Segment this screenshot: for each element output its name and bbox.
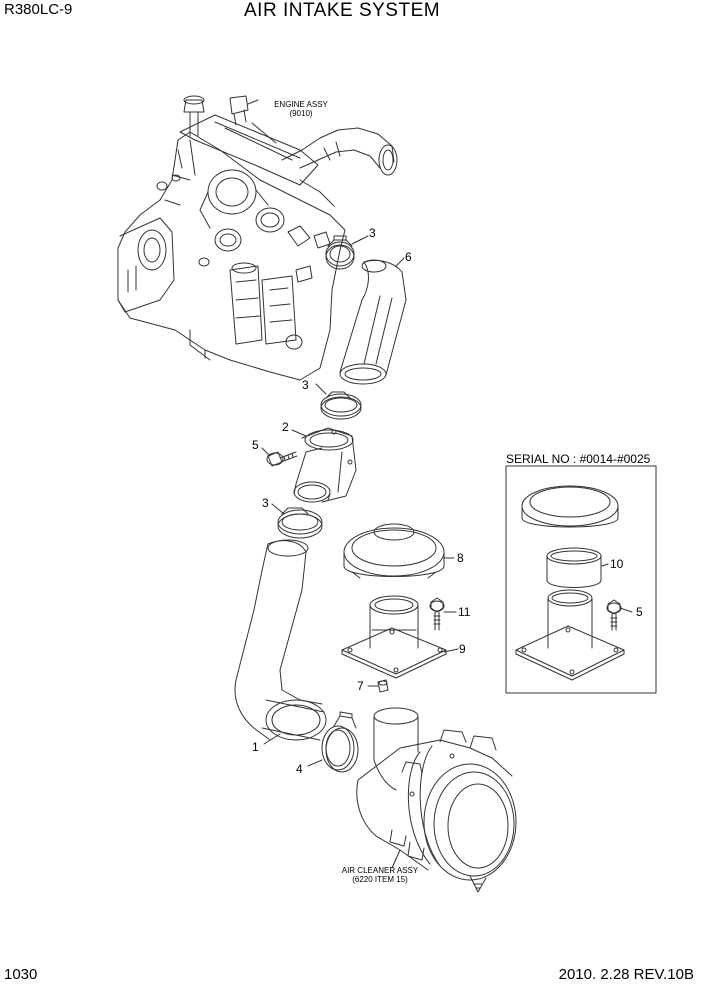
elbow-adapter xyxy=(294,428,356,502)
leader-lines xyxy=(248,100,632,868)
engine-assy-ref: (9010) xyxy=(289,109,313,118)
vacuator-fitting xyxy=(378,680,388,692)
revision-date: 2010. 2.28 REV.10B xyxy=(558,966,694,983)
hose-clamp-lower xyxy=(278,508,322,538)
callout-9: 9 xyxy=(459,642,466,656)
callout-3-top: 3 xyxy=(369,226,376,240)
engine-assy-label: ENGINE ASSY (9010) xyxy=(256,100,346,118)
callout-2: 2 xyxy=(282,420,289,434)
callout-6: 6 xyxy=(405,250,412,264)
bolt-washer xyxy=(267,452,297,466)
page-title: AIR INTAKE SYSTEM xyxy=(244,0,441,21)
hose-clamp-middle xyxy=(321,392,361,419)
model-code: R380LC-9 xyxy=(4,1,73,18)
bolt-washer-11 xyxy=(430,598,444,630)
flange-adapter xyxy=(342,596,446,678)
engine-assy-name: ENGINE ASSY xyxy=(274,100,328,109)
callout-7: 7 xyxy=(357,679,364,693)
callout-5-detail: 5 xyxy=(636,605,643,619)
serial-range-label: SERIAL NO : #0014-#0025 xyxy=(506,452,651,466)
callout-8: 8 xyxy=(457,551,464,565)
air-cleaner-label: AIR CLEANER ASSY (6220 ITEM 15) xyxy=(330,866,430,884)
engine-assembly xyxy=(118,96,397,380)
precleaner-cover xyxy=(344,524,444,578)
hose-clamp-top xyxy=(326,236,354,269)
callout-11: 11 xyxy=(458,605,471,619)
hose-clamp-large xyxy=(322,712,358,772)
intake-hose-upper xyxy=(340,260,406,384)
intake-hose-lower xyxy=(235,540,326,740)
callout-3-middle: 3 xyxy=(302,378,309,392)
serial-detail-box xyxy=(506,466,656,693)
callout-5: 5 xyxy=(252,438,259,452)
callout-10: 10 xyxy=(610,557,624,571)
air-cleaner-assembly xyxy=(357,708,516,892)
callout-3-lower: 3 xyxy=(262,496,269,510)
air-cleaner-name: AIR CLEANER ASSY xyxy=(341,866,419,875)
page-number: 1030 xyxy=(4,966,38,983)
callout-4: 4 xyxy=(296,762,303,776)
air-cleaner-ref: (6220 ITEM 15) xyxy=(352,875,408,884)
callout-1: 1 xyxy=(252,740,259,754)
